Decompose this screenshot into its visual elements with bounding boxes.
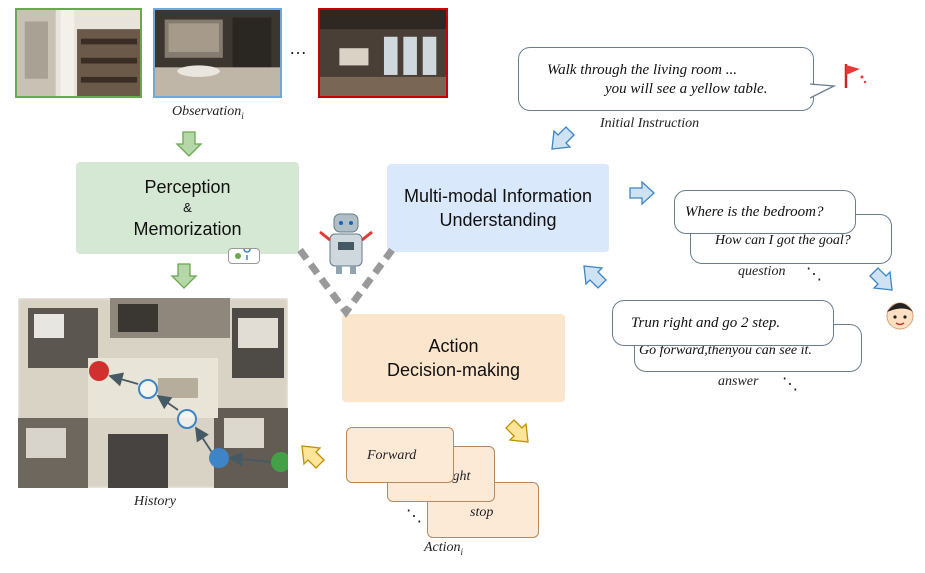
- action-label-line2: Decision-making: [386, 360, 521, 380]
- instruction-caption: Initial Instruction: [600, 116, 700, 131]
- observation-frame-3: [318, 8, 448, 98]
- answer-label: answer: [718, 374, 759, 389]
- answer-bubble-front: Trun right and go 2 step.: [612, 300, 834, 346]
- robot-icon: [297, 213, 395, 318]
- observation-frame-1: [15, 8, 142, 98]
- answer-ellipsis: ⋱: [782, 376, 798, 393]
- bubble-tail: [810, 83, 836, 99]
- ampersand-label: &: [183, 200, 192, 216]
- history-caption: History: [134, 494, 176, 509]
- perception-memorization-box: Perception & Memorization: [76, 162, 299, 254]
- observation-caption: Observationi: [172, 104, 244, 121]
- instruction-bubble: Walk through the living room ... you wil…: [518, 47, 814, 111]
- down-arrow-icon: [170, 263, 198, 289]
- answer-back-text: Go forward,thenyou can see it.: [639, 343, 812, 358]
- history-node: [177, 409, 197, 429]
- instruction-line2: you will see a yellow table.: [605, 81, 768, 97]
- tools-icon: [228, 245, 260, 264]
- question-front-text: Where is the bedroom?: [685, 204, 824, 220]
- trajectory-graph: [89, 361, 288, 472]
- observation-ellipsis: …: [289, 38, 307, 58]
- right-arrow-icon: [629, 180, 655, 206]
- start-node: [271, 452, 288, 472]
- perception-label: Perception: [144, 176, 231, 197]
- action-card-1-label: Forward: [367, 448, 417, 463]
- diagonal-arrow-icon: [869, 267, 893, 291]
- action-caption: Actioni: [424, 540, 464, 557]
- instruction-line1: Walk through the living room ...: [547, 62, 737, 78]
- question-ellipsis: ⋱: [806, 266, 822, 283]
- history-node: [138, 379, 158, 399]
- action-card-1: Forward: [346, 427, 454, 483]
- person-icon: [886, 302, 914, 330]
- diagonal-arrow-icon: [583, 265, 607, 289]
- action-ellipsis: ⋱: [406, 508, 422, 525]
- understanding-label-line2: Understanding: [439, 210, 557, 230]
- memorization-label: Memorization: [133, 218, 242, 239]
- observation-frame-2: [153, 8, 282, 98]
- understanding-label-line1: Multi-modal Information: [403, 185, 593, 206]
- diagonal-arrow-icon: [301, 445, 325, 469]
- down-arrow-icon: [175, 131, 203, 157]
- question-back-text: How can I got the goal?: [715, 233, 851, 248]
- action-card-3-label: stop: [470, 505, 494, 520]
- answer-front-text: Trun right and go 2 step.: [631, 315, 781, 331]
- question-label: question: [738, 264, 786, 279]
- diagonal-arrow-icon: [551, 126, 575, 150]
- current-node: [89, 361, 109, 381]
- history-node: [209, 448, 229, 468]
- flag-icon: [844, 64, 867, 88]
- action-label-line1: Action: [428, 335, 479, 356]
- question-bubble-front: Where is the bedroom?: [674, 190, 856, 234]
- understanding-box: Multi-modal Information Understanding: [387, 164, 609, 252]
- diagonal-arrow-icon: [505, 419, 529, 443]
- action-decision-box: Action Decision-making: [342, 314, 565, 402]
